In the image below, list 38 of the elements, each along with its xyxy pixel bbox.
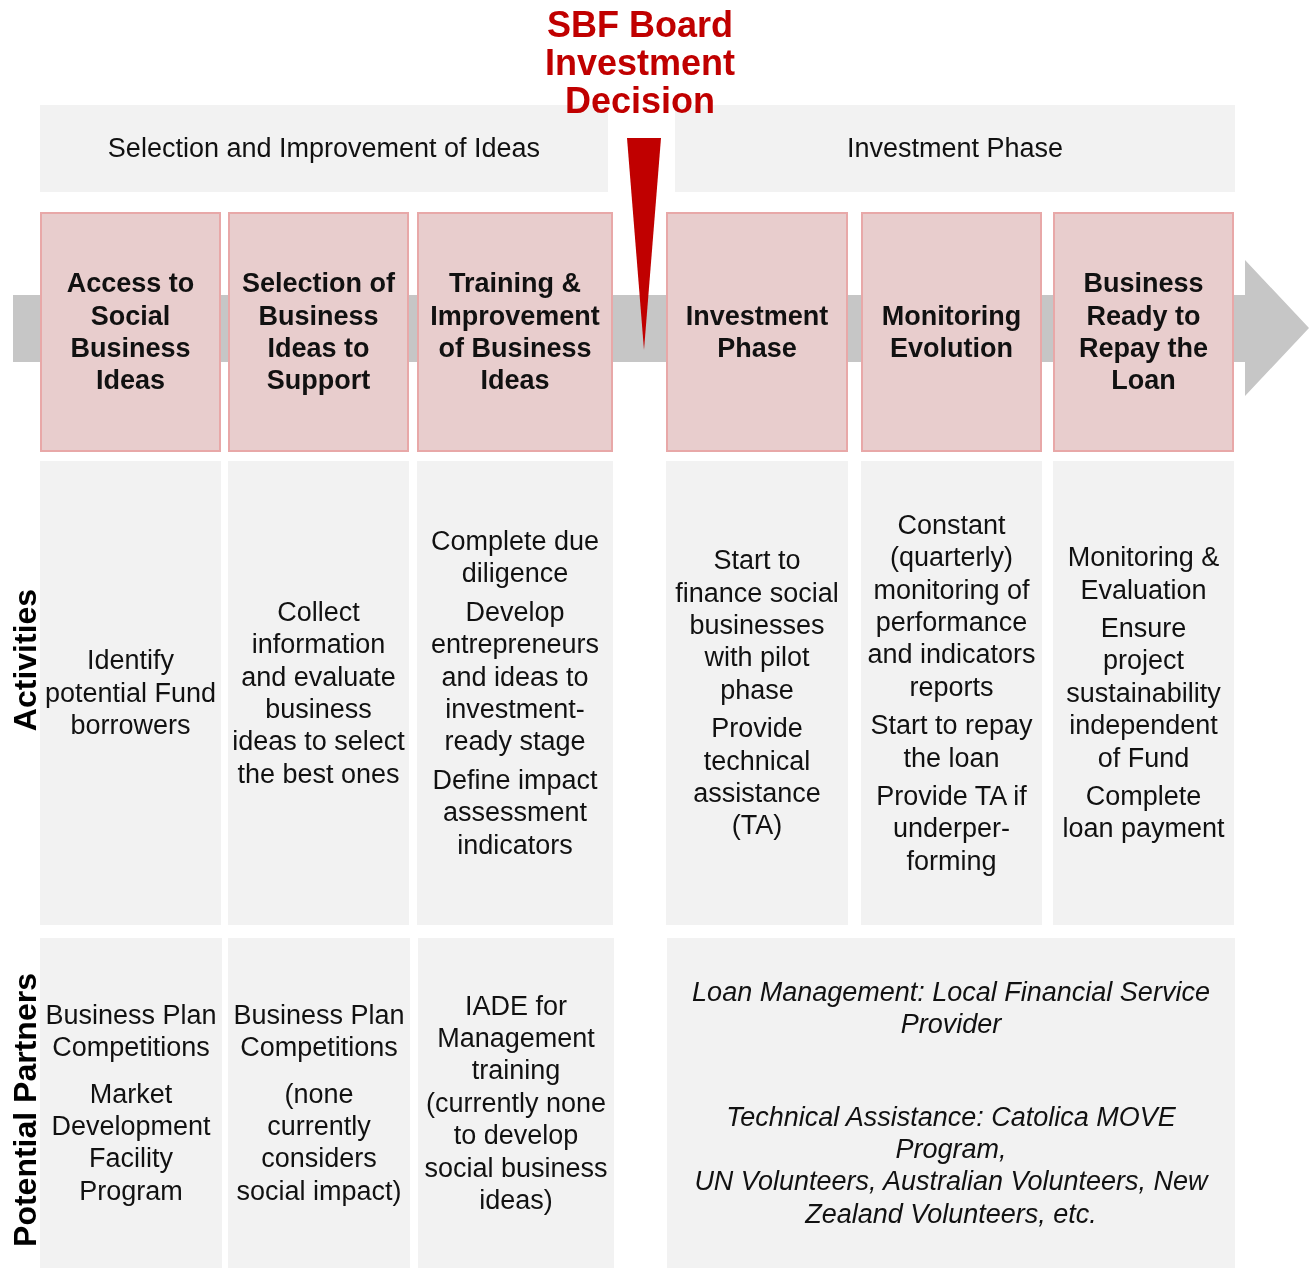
phase-box bbox=[417, 212, 613, 452]
cell-text: Monitoring & Evaluation bbox=[1066, 541, 1221, 606]
cell-text: Provide TA if underper-forming bbox=[875, 779, 1028, 878]
band-label: Selection and Improvement of Ideas bbox=[107, 132, 541, 165]
phase-box bbox=[40, 212, 221, 452]
row-heading: Activities bbox=[6, 588, 44, 732]
row-heading: Potential Partners bbox=[6, 973, 44, 1247]
cell-text: Identify potential Fund borrowers bbox=[44, 644, 217, 742]
cell-text: Start to finance social businesses with pilot phase bbox=[674, 544, 840, 707]
cell-text: Market Development Facility Program bbox=[50, 1077, 212, 1208]
cell-text: Business Plan Competitions bbox=[232, 998, 406, 1064]
phase-title: Training & Improvement of Business Ideas bbox=[429, 267, 601, 397]
decision-heading: SBF Board Investment Decision bbox=[543, 6, 737, 120]
cell-text: IADE for Management training (currently none to develop social business ideas) bbox=[423, 989, 609, 1217]
cell-text: Complete due diligence bbox=[429, 525, 601, 590]
cell-text: Complete loan payment bbox=[1061, 779, 1226, 845]
phase-box bbox=[666, 212, 848, 452]
cell-text: Ensure project sustainability independent of Fund bbox=[1065, 612, 1222, 774]
phase-box bbox=[1053, 212, 1234, 452]
cell-text: Loan Management: Local Financial Service Provider bbox=[691, 975, 1211, 1041]
band-label: Investment Phase bbox=[846, 132, 1064, 165]
phase-box bbox=[228, 212, 409, 452]
cell-text: Collect information and evaluate business ideas to select the best ones bbox=[232, 595, 405, 791]
cell-text: Business Plan Competitions bbox=[44, 998, 218, 1064]
phase-box bbox=[861, 212, 1042, 452]
cell-text: Develop entrepreneurs and ideas to investment-ready stage bbox=[429, 595, 601, 758]
phase-title: Business Ready to Repay the Loan bbox=[1077, 267, 1209, 397]
cell-text: Technical Assistance: Catolica MOVE Program, bbox=[725, 1100, 1177, 1166]
cell-text: Define impact assessment indicators bbox=[431, 763, 599, 861]
cell-text: Constant (quarterly) monitoring of performance and indicators reports bbox=[866, 508, 1037, 704]
cell-text: Provide technical assistance (TA) bbox=[692, 712, 822, 842]
phase-title: Selection of Business Ideas to Support bbox=[241, 267, 396, 397]
phase-title: Access to Social Business Ideas bbox=[65, 267, 196, 397]
cell-text: UN Volunteers, Australian Volunteers, New Zealand Volunteers, etc. bbox=[693, 1165, 1210, 1231]
cell-text: Start to repay the loan bbox=[869, 709, 1034, 774]
phase-title: Monitoring Evolution bbox=[880, 299, 1023, 365]
cell-text: (none currently considers social impact) bbox=[235, 1077, 403, 1208]
phase-title: Investment Phase bbox=[684, 299, 830, 365]
